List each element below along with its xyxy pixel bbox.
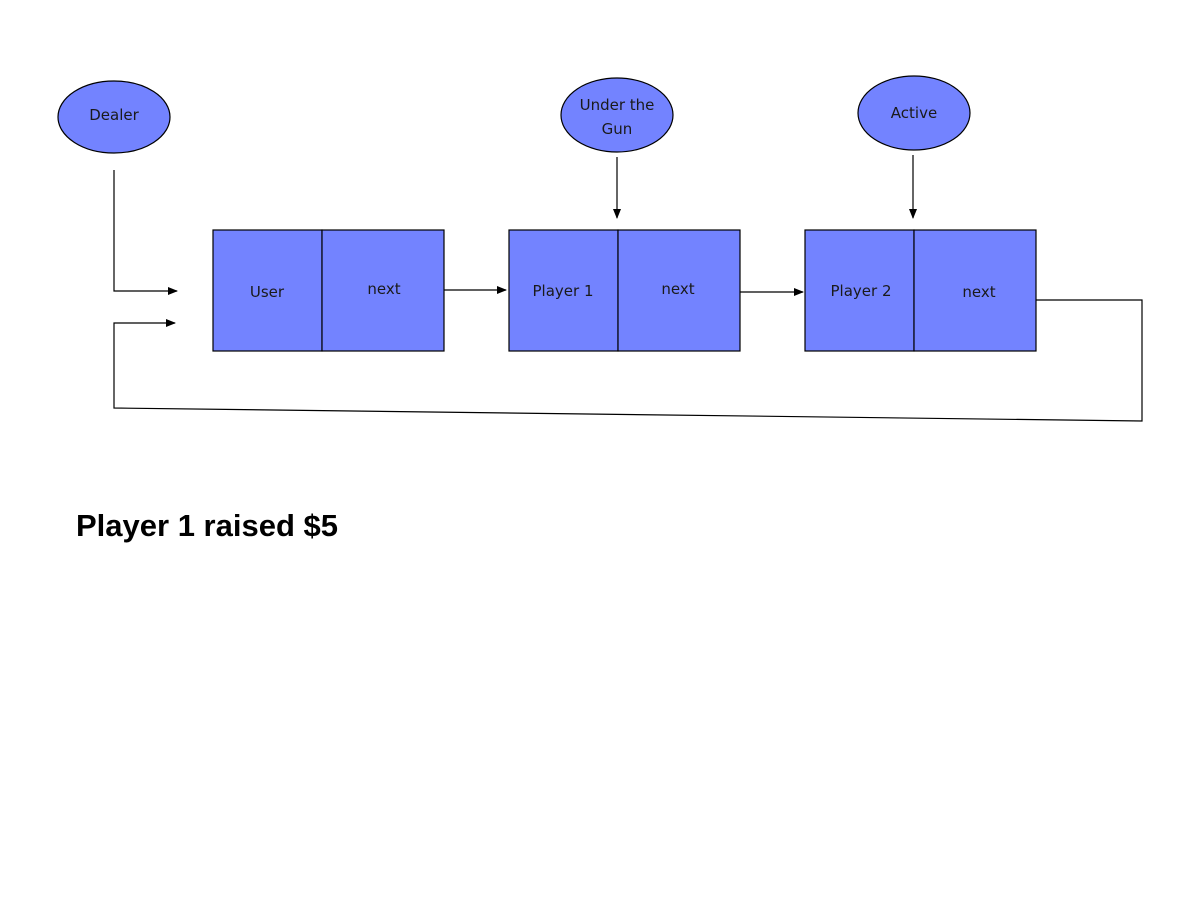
- under-the-gun-pointer-label-line1: Under the: [580, 96, 655, 114]
- node-player2-next-label: next: [962, 283, 995, 301]
- dealer-pointer-ellipse: [57, 80, 171, 154]
- player2-to-user-wraparound-link-arrow: [113, 299, 1143, 422]
- node-player2-data-cell: [804, 229, 915, 352]
- under-the-gun-pointer-label-line2: Gun: [602, 120, 633, 138]
- node-player1-next-label: next: [661, 280, 694, 298]
- node-user-next-label: next: [367, 280, 400, 298]
- node-player2-data-label: Player 2: [831, 282, 892, 300]
- active-pointer-ellipse: [857, 75, 971, 151]
- node-player1-next-cell: [617, 229, 741, 352]
- active-pointer-label: Active: [891, 104, 937, 122]
- node-user-data-label: User: [250, 283, 285, 301]
- node-player1-data-label: Player 1: [533, 282, 594, 300]
- under-the-gun-pointer-ellipse: [560, 77, 674, 153]
- dealer-pointer-arrow: [113, 170, 178, 295]
- node-user-data-cell: [212, 229, 323, 352]
- action-caption: Player 1 raised $5: [76, 508, 338, 543]
- dealer-pointer-label: Dealer: [89, 106, 139, 124]
- node-player2-next-cell: [913, 229, 1037, 352]
